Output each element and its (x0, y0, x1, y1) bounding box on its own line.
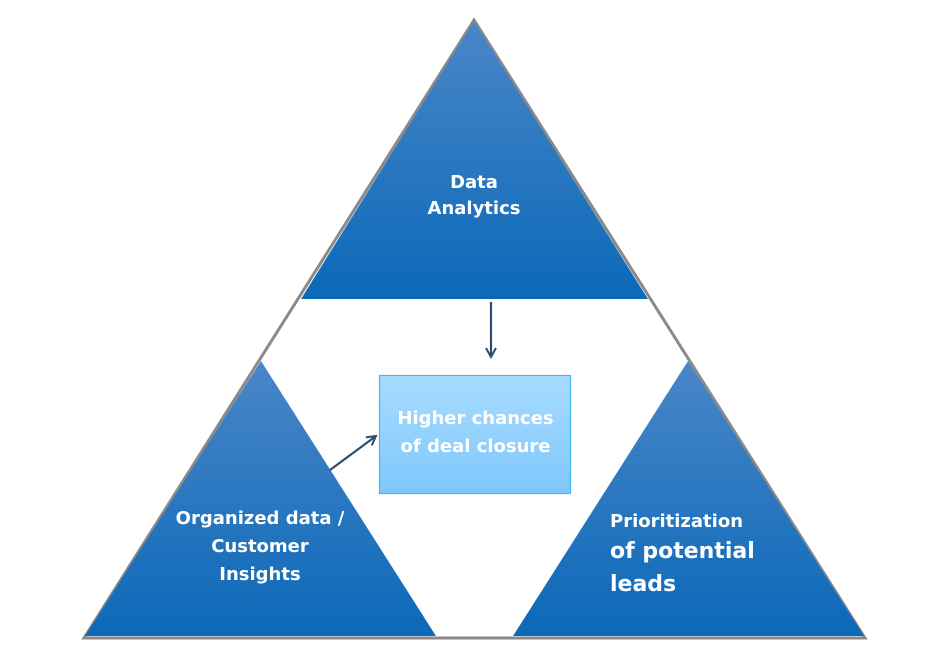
center-label-line-2: of deal closure (400, 435, 551, 457)
right-label-line-1: Prioritization (610, 511, 744, 532)
top-node-label: Data Analytics (394, 170, 554, 222)
right-label-line-2: of potential (610, 539, 755, 564)
left-label-line-3: Insights (219, 563, 301, 585)
left-triangle-customer-insights (85, 361, 436, 636)
arrow-left-to-center (329, 436, 376, 471)
left-label-line-1: Organized data / (175, 508, 345, 529)
center-node-label: Higher chances of deal closure (380, 405, 571, 461)
right-label-line-3: leads (610, 572, 677, 597)
left-node-label: Organized data / Customer Insights (150, 505, 370, 589)
center-box-deal-closure (378, 374, 572, 495)
center-label-line-1: Higher chances (397, 408, 554, 429)
top-triangle-data-analytics (301, 21, 648, 299)
right-triangle-lead-prioritization (513, 361, 864, 636)
top-label-line-1: Data (450, 172, 498, 193)
top-label-line-2: Analytics (427, 198, 521, 220)
right-node-label: Prioritization of potential leads (610, 508, 780, 601)
left-label-line-2: Customer (211, 535, 309, 557)
